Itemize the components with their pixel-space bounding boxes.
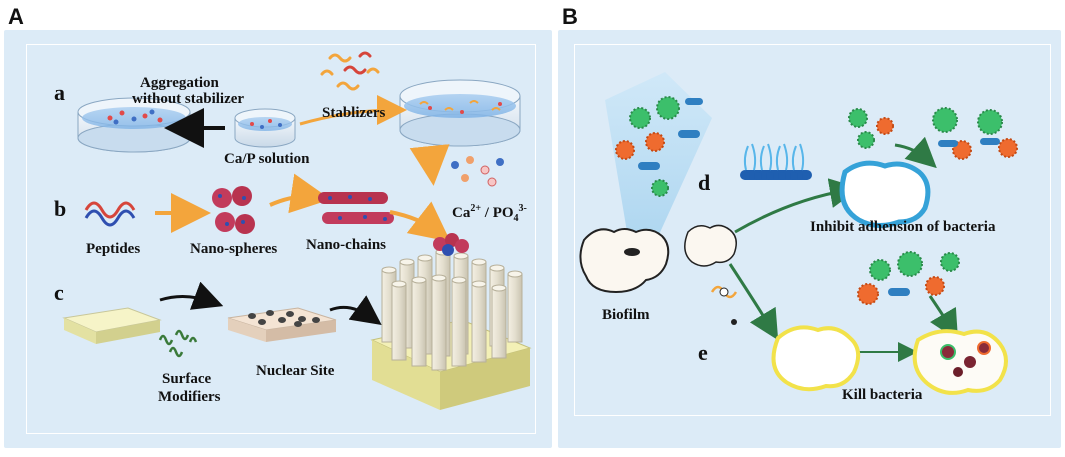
tooth-killed (912, 329, 1008, 395)
dish-aggregation (77, 97, 191, 153)
substrate-plain (62, 307, 162, 344)
panel-label-b: B (562, 4, 578, 29)
row-e-letter: e (698, 340, 708, 365)
aggregation-label-line1: Aggregation (140, 75, 219, 91)
arrow-stabilize (299, 95, 407, 126)
nanochains-graphic (318, 192, 394, 224)
nanochains-label: Nano-chains (306, 237, 387, 253)
row-c-letter: c (54, 280, 64, 305)
arrow-grow (329, 295, 382, 326)
pillar-structure (370, 233, 532, 410)
solution-label: Ca/P solution (224, 151, 310, 167)
arrow-inhibit-result (894, 136, 937, 169)
row-b-letter: b (54, 196, 67, 221)
panel-a-frame (26, 44, 536, 434)
arrow-bacteria-kill (928, 295, 959, 341)
panel-label-a: A (8, 4, 24, 29)
aggregation-label-line2: without stabilizer (132, 91, 245, 107)
tooth-protected (839, 160, 931, 228)
peptides-label: Peptides (86, 241, 141, 257)
ions-ca: Ca (452, 205, 471, 221)
row-a-letter: a (54, 80, 65, 105)
row-d-letter: d (698, 170, 711, 195)
biofilm-label: Biofilm (602, 307, 650, 323)
ions-po-charge: 3- (518, 203, 527, 214)
surface-modifiers-line2: Modifiers (158, 389, 221, 405)
arrow-modify (159, 281, 224, 310)
peptides-graphic (84, 201, 136, 227)
substrate-nucleation (227, 307, 337, 342)
tooth-start (684, 224, 737, 267)
inhibit-adhesion-label: Inhibit adhension of bacteria (810, 219, 996, 235)
dish-solution (234, 108, 296, 148)
ions-label: Ca2+ / PO43- (452, 200, 527, 228)
surface-modifiers-graphic (158, 329, 198, 358)
dish-stabilized (399, 79, 521, 147)
nanospheres-label: Nano-spheres (190, 241, 278, 257)
stabilizer-molecules (320, 51, 380, 91)
bacteria-group-e (857, 251, 960, 305)
arrow-to-inhibit (734, 178, 860, 234)
arrow-spheres-chains (269, 173, 331, 214)
antimicrobial-agent (710, 285, 738, 325)
nanospheres-graphic (212, 186, 255, 234)
arrow-chains-pillars (389, 201, 451, 242)
nuclear-site-label: Nuclear Site (256, 363, 335, 379)
stabilizers-label: Stablizers (322, 105, 386, 121)
arrow-to-kill (728, 263, 779, 341)
panel-b-frame (574, 44, 1051, 416)
ions-ca-charge: 2+ (470, 203, 482, 214)
ions-po-subscript: 4 (513, 213, 519, 224)
biofilm-tooth (579, 228, 670, 294)
dead-bacteria (940, 341, 991, 377)
chain-cluster (433, 233, 469, 256)
tooth-coated (771, 325, 861, 392)
arrow-down (409, 144, 450, 186)
kill-bacteria-label: Kill bacteria (842, 387, 923, 403)
antiadhesion-coating (740, 143, 812, 180)
bacteria-group-d (848, 107, 1018, 160)
biofilm-bacteria (615, 96, 703, 197)
surface-modifiers-line1: Surface (162, 371, 212, 387)
ions-po: / PO (481, 205, 514, 221)
ions (451, 156, 504, 187)
